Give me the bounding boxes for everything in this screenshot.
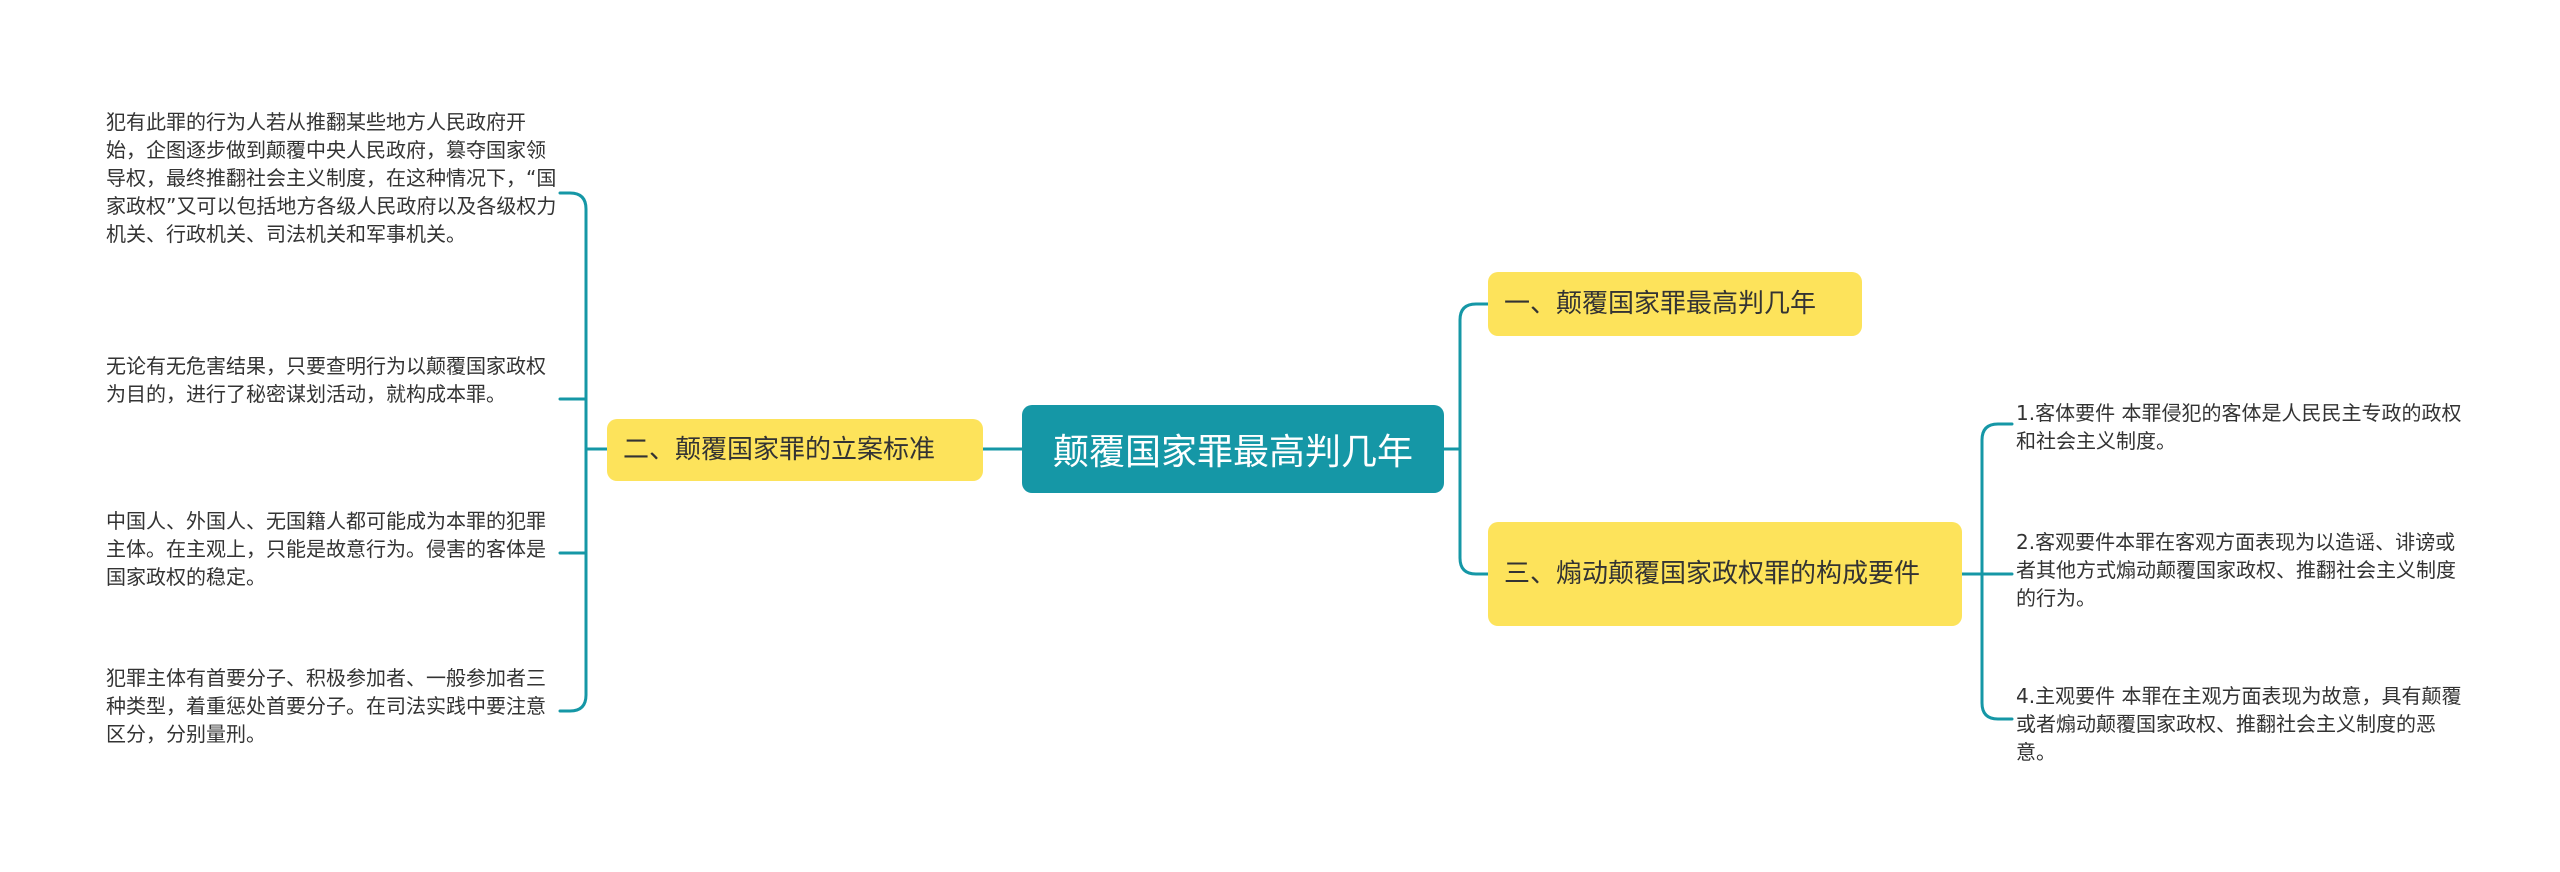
branch-node-constituent-elements[interactable]: 三、煽动颠覆国家政权罪的构成要件: [1488, 522, 1962, 626]
leaf-node[interactable]: 犯有此罪的行为人若从推翻某些地方人民政府开始，企图逐步做到颠覆中央人民政府，篡夺…: [106, 110, 557, 246]
leaf-node[interactable]: 犯罪主体有首要分子、积极参加者、一般参加者三种类型，着重惩处首要分子。在司法实践…: [106, 666, 546, 746]
branch-node-filing-standard[interactable]: 二、颠覆国家罪的立案标准: [607, 419, 983, 481]
leaf-node[interactable]: 中国人、外国人、无国籍人都可能成为本罪的犯罪主体。在主观上，只能是故意行为。侵害…: [106, 509, 546, 589]
connector-r3-trunk: [1960, 422, 2014, 721]
connector-left-trunk: [558, 191, 609, 713]
leaf-node[interactable]: 无论有无危害结果，只要查明行为以颠覆国家政权为目的，进行了秘密谋划活动，就构成本…: [106, 354, 546, 406]
branch-label: 三、煽动颠覆国家政权罪的构成要件: [1504, 559, 1921, 589]
root-node[interactable]: 颠覆国家罪最高判几年: [1022, 405, 1444, 493]
branch-node-max-sentence[interactable]: 一、颠覆国家罪最高判几年: [1488, 272, 1862, 336]
connector-right-trunk: [1458, 302, 1490, 576]
leaf-node[interactable]: 1.客体要件 本罪侵犯的客体是人民民主专政的政权和社会主义制度。: [2016, 401, 2462, 453]
branch-label: 一、颠覆国家罪最高判几年: [1504, 289, 1817, 319]
root-label: 颠覆国家罪最高判几年: [1052, 432, 1413, 473]
leaf-node[interactable]: 2.客观要件本罪在客观方面表现为以造谣、诽谤或者其他方式煽动颠覆国家政权、推翻社…: [2016, 530, 2456, 610]
leaf-node[interactable]: 4.主观要件 本罪在主观方面表现为故意，具有颠覆或者煽动颠覆国家政权、推翻社会主…: [2016, 684, 2462, 764]
branch-label: 二、颠覆国家罪的立案标准: [623, 435, 936, 465]
